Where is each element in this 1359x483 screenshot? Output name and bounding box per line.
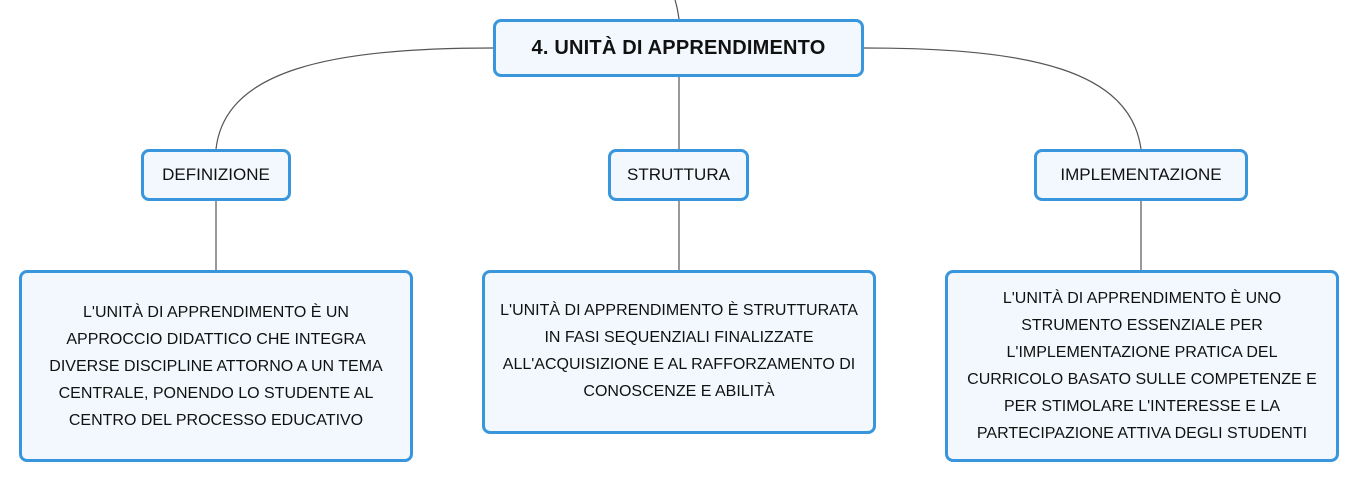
branch-label-implementazione: IMPLEMENTAZIONE (1060, 165, 1222, 184)
detail-node-implementazione[interactable]: L'UNITÀ DI APPRENDIMENTO È UNO STRUMENTO… (945, 270, 1339, 462)
detail-node-struttura[interactable]: L'UNITÀ DI APPRENDIMENTO È STRUTTURATA I… (482, 270, 876, 434)
connector-root-to-implementazione (863, 47, 1142, 150)
detail-node-definizione[interactable]: L'UNITÀ DI APPRENDIMENTO È UN APPROCCIO … (19, 270, 413, 462)
connector-root-to-definizione (215, 47, 494, 150)
connector-parent-to-root (674, 0, 680, 20)
branch-node-definizione[interactable]: DEFINIZIONE (141, 149, 291, 201)
detail-text-struttura: L'UNITÀ DI APPRENDIMENTO È STRUTTURATA I… (500, 302, 858, 400)
branch-label-definizione: DEFINIZIONE (162, 165, 270, 184)
branch-node-implementazione[interactable]: IMPLEMENTAZIONE (1034, 149, 1248, 201)
branch-node-struttura[interactable]: STRUTTURA (608, 149, 749, 201)
detail-text-definizione: L'UNITÀ DI APPRENDIMENTO È UN APPROCCIO … (49, 303, 383, 429)
root-node[interactable]: 4. UNITÀ DI APPRENDIMENTO (493, 19, 864, 77)
root-node-label: 4. UNITÀ DI APPRENDIMENTO (531, 36, 826, 59)
branch-label-struttura: STRUTTURA (627, 165, 730, 184)
detail-text-implementazione: L'UNITÀ DI APPRENDIMENTO È UNO STRUMENTO… (967, 290, 1317, 442)
